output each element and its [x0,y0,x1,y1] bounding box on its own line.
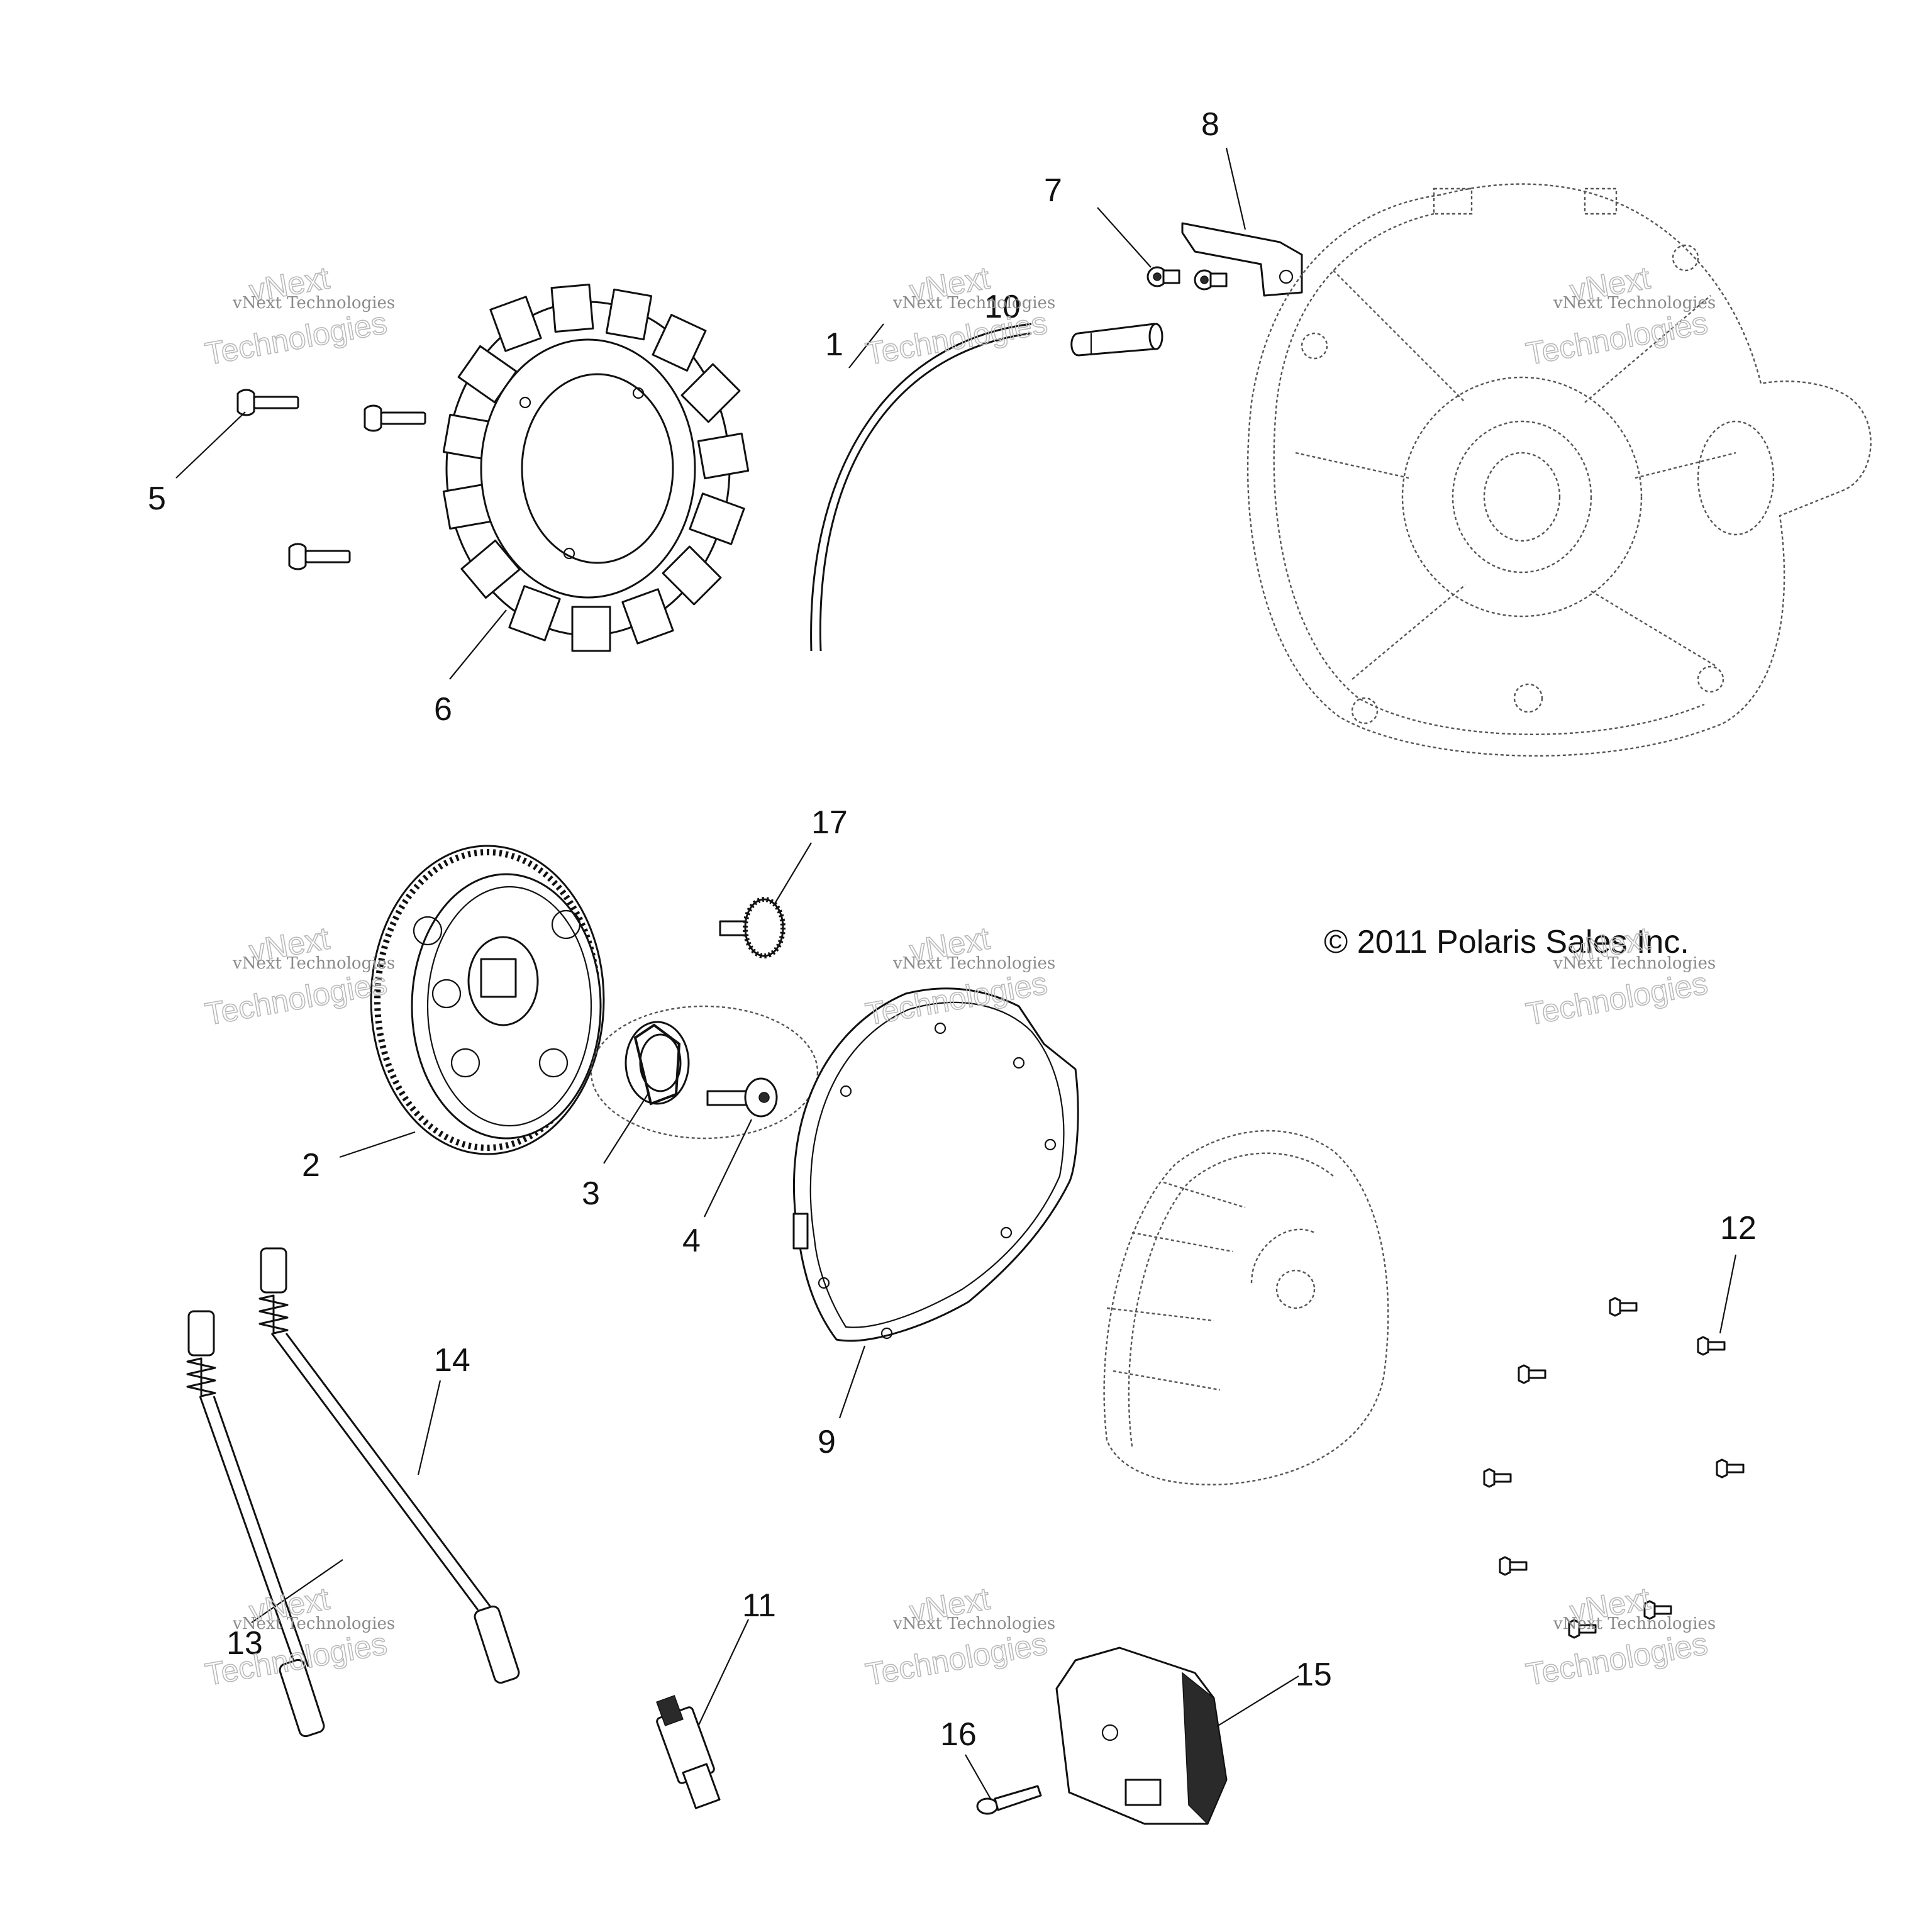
idler-gear [719,897,786,958]
callout-labels: 1 2 3 4 5 6 7 8 9 10 11 12 13 14 15 16 1… [148,106,1757,1753]
watermark-line2: Technologies [863,1626,1050,1692]
spark-plug-wire-14 [258,1247,520,1684]
callout-1: 1 [825,326,843,363]
callout-3: 3 [582,1175,600,1212]
flywheel-bolt [706,1077,778,1118]
watermark-line1: vNext Technologies [232,294,395,313]
stator [442,284,750,652]
spark-plug-wire-13 [186,1310,325,1738]
bracket-screws [1146,266,1228,291]
watermark-line1: vNext Technologies [892,294,1055,313]
watermark-line2: Technologies [1523,1626,1710,1692]
bracket [1181,222,1303,297]
flywheel [370,845,605,1155]
callout-6: 6 [434,691,452,728]
watermark-line2: Technologies [1523,305,1710,372]
watermark-line1: vNext Technologies [1553,1614,1716,1633]
watermark: vNext vNext Technologies Technologies [862,920,1055,1033]
leader-lines [175,147,1737,1799]
watermark: vNext vNext Technologies Technologies [1523,260,1716,372]
watermark: vNext vNext Technologies Technologies [202,260,395,372]
callout-16: 16 [940,1716,977,1753]
watermark: vNext vNext Technologies Technologies [1523,1580,1716,1693]
callout-10: 10 [984,289,1021,325]
callout-4: 4 [682,1223,701,1259]
watermark-line1: vNext Technologies [1553,294,1716,313]
coil-bolt [976,1785,1042,1815]
watermark-line2: Technologies [863,305,1050,372]
watermark-line2: Technologies [1523,965,1710,1032]
watermark-line1: vNext Technologies [1553,954,1716,973]
dowel-pin [1070,323,1163,357]
stator-bolts [236,389,426,570]
callout-8: 8 [1201,106,1219,143]
callout-9: 9 [818,1424,836,1460]
watermark: vNext vNext Technologies Technologies [862,1580,1055,1693]
cover-gasket [792,987,1079,1342]
watermark-line2: Technologies [203,305,389,372]
watermark-line1: vNext Technologies [892,954,1055,973]
callout-11: 11 [742,1587,776,1624]
ignition-coil [1055,1646,1228,1825]
starter-clutch [625,1021,690,1106]
callout-14: 14 [434,1342,470,1379]
crankcase-housing [1246,183,1872,757]
watermark-line1: vNext Technologies [892,1614,1055,1633]
callout-12: 12 [1720,1210,1757,1246]
watermark-line1: vNext Technologies [232,1614,395,1633]
callout-2: 2 [302,1147,320,1184]
callout-15: 15 [1296,1657,1332,1693]
watermark: vNext vNext Technologies Technologies [202,920,395,1033]
spark-plug [656,1695,721,1809]
copyright-notice: © 2011 Polaris Sales Inc. [1324,924,1689,960]
harness-wire [810,323,1032,652]
watermark: vNext vNext Technologies Technologies [862,260,1055,372]
watermark-line1: vNext Technologies [232,954,395,973]
callout-17: 17 [811,804,848,841]
callout-5: 5 [148,480,166,517]
clutch-group-outline [590,1005,819,1140]
magneto-cover [1103,1130,1389,1485]
callout-13: 13 [226,1625,263,1662]
callout-7: 7 [1044,172,1062,209]
watermark-line2: Technologies [203,965,389,1032]
